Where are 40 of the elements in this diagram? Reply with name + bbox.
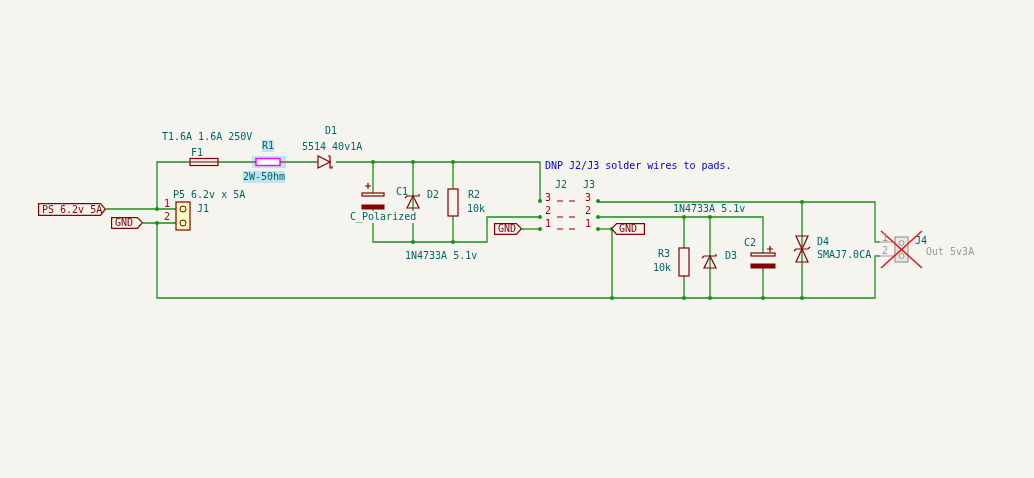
net-label-flag: GND: [611, 223, 645, 235]
component-value: 5514 40v1A: [302, 141, 363, 153]
pin-number: 1: [545, 218, 552, 230]
component-reference: C1: [396, 186, 409, 198]
component-value: C_Polarized: [350, 211, 417, 223]
note-text: DNP J2/J3 solder wires to pads.: [545, 160, 732, 172]
component-reference: F1: [191, 147, 204, 159]
component-value: 1N4733A 5.1v: [673, 203, 746, 215]
component-value: 10k: [467, 203, 486, 215]
component-value: P5 6.2v x 5A: [173, 189, 246, 201]
component-reference: D1: [325, 125, 338, 137]
pin-number: 1: [882, 232, 889, 244]
component-reference: D4: [817, 236, 830, 248]
component-value: 1N4733A 5.1v: [405, 250, 478, 262]
component-reference: J2: [555, 179, 568, 191]
component-value: Out 5v3A: [926, 246, 975, 258]
component-value: T1.6A 1.6A 250V: [162, 131, 253, 143]
component-reference: R2: [468, 189, 481, 201]
component-reference: J4: [915, 235, 928, 247]
pin-number: 1: [164, 198, 171, 210]
net-label-flag: GND: [494, 223, 522, 235]
component-reference: J3: [583, 179, 596, 191]
component-reference: J1: [197, 203, 210, 215]
component-reference: R3: [658, 248, 671, 260]
component-reference: D2: [427, 189, 440, 201]
component-reference: R1: [262, 140, 275, 152]
pin-number: 3: [545, 192, 552, 204]
pin-number: 3: [585, 192, 592, 204]
pin-number: 2: [545, 205, 552, 217]
pin-number: 2: [164, 211, 171, 223]
pin-number: 1: [585, 218, 592, 230]
net-label-flag: PS 6.2v 5A: [38, 203, 106, 216]
component-value: 2W-50hm: [243, 171, 286, 183]
component-reference: C2: [744, 237, 757, 249]
component-value: SMAJ7.0CA: [817, 249, 872, 261]
component-reference: D3: [725, 250, 738, 262]
pin-number: 2: [585, 205, 592, 217]
net-label-flag: GND: [111, 217, 143, 229]
pin-number: 2: [882, 245, 889, 257]
component-value: 10k: [653, 262, 672, 274]
